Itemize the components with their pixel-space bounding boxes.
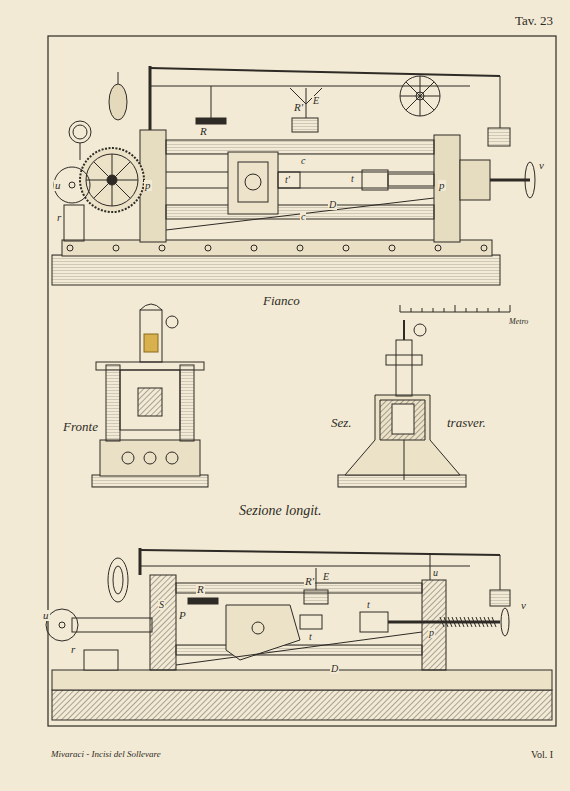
- part-letter: E: [312, 96, 320, 106]
- plate-caption: Metro: [508, 318, 529, 326]
- part-letter: c: [300, 212, 306, 222]
- engraving-stroke: [343, 245, 349, 251]
- engraving-stroke: [492, 617, 496, 627]
- part-letter: p: [428, 628, 435, 638]
- engraving-stroke: [468, 617, 472, 627]
- engraving-stroke: [444, 308, 445, 312]
- plate-caption: Sez.: [330, 416, 353, 429]
- part-letter: P: [178, 610, 187, 621]
- engraving-stroke: [435, 245, 441, 251]
- engraving-stroke: [94, 180, 112, 198]
- engraving-stroke: [112, 180, 138, 181]
- engraving-stroke: [400, 96, 420, 97]
- engraving-stroke: [444, 617, 448, 627]
- plate-caption: Fronte: [62, 420, 99, 433]
- part-letter: R': [293, 102, 304, 113]
- engraving-stroke: [112, 180, 113, 206]
- part-letter: r: [70, 644, 76, 655]
- part-letter: p: [144, 180, 152, 191]
- engraving-stroke: [411, 308, 412, 312]
- engraving-stroke: [472, 617, 476, 627]
- engraving-stroke: [420, 82, 434, 96]
- part-letter: t: [350, 174, 355, 184]
- plate-caption: Mivaraci - Incisi del Sollevare: [50, 750, 162, 759]
- engraving-stroke: [297, 245, 303, 251]
- engraving-stroke: [422, 308, 423, 312]
- part-letter: u: [42, 610, 50, 621]
- engraving-stroke: [94, 162, 112, 180]
- engraving-stroke: [488, 308, 489, 312]
- engraving-stroke: [113, 245, 119, 251]
- engraving-stroke: [420, 96, 421, 116]
- engraving-stroke: [406, 96, 420, 110]
- engraving-stroke: [205, 245, 211, 251]
- engraving-stroke: [420, 76, 421, 96]
- engraving-stroke: [488, 617, 492, 627]
- engraving-stroke: [466, 308, 467, 312]
- part-letter: v: [520, 600, 527, 611]
- engraving-stroke: [159, 245, 165, 251]
- engraving-stroke: [112, 180, 130, 198]
- part-letter: R': [304, 576, 315, 587]
- part-letter: t': [284, 175, 291, 185]
- engraving-stroke: [440, 617, 444, 627]
- engraving-stroke: [448, 617, 452, 627]
- engraving-stroke: [400, 305, 401, 312]
- engraving-stroke: [112, 162, 130, 180]
- engraving-stroke: [406, 82, 420, 96]
- part-letter: u: [54, 180, 62, 191]
- engraving-stroke: [476, 617, 480, 627]
- engraving-stroke: [112, 154, 113, 180]
- part-letter: E: [322, 572, 330, 582]
- engraving-stroke: [480, 617, 484, 627]
- engraving-stroke: [452, 617, 456, 627]
- plate-caption: Tav. 23: [514, 14, 554, 27]
- part-letter: R: [199, 126, 208, 137]
- engraving-stroke: [67, 245, 73, 251]
- engraving-stroke: [251, 245, 257, 251]
- engraving-stroke: [477, 308, 478, 312]
- engraving-stroke: [420, 96, 434, 110]
- engraving-stroke: [464, 617, 468, 627]
- part-letter: r: [56, 212, 62, 223]
- engraving-stroke: [456, 617, 460, 627]
- part-letter: S: [158, 600, 165, 610]
- engraving-stroke: [481, 245, 487, 251]
- engraving-stroke: [510, 305, 511, 312]
- plate-caption: Fianco: [262, 294, 301, 307]
- part-letter: t: [308, 632, 313, 642]
- engraving-stroke: [420, 96, 440, 97]
- part-letter: D: [330, 664, 339, 674]
- plate-caption: Sezione longit.: [238, 504, 322, 518]
- part-letter: v: [538, 160, 545, 171]
- part-letter: R: [196, 584, 205, 595]
- engraving-stroke: [484, 617, 488, 627]
- engraving-stroke: [499, 308, 500, 312]
- part-letter: u: [432, 568, 439, 578]
- part-letter: t: [366, 600, 371, 610]
- engraving-stroke: [455, 305, 456, 312]
- plate-caption: Vol. I: [530, 750, 554, 760]
- engraving-stroke: [389, 245, 395, 251]
- part-letter: D: [328, 200, 337, 210]
- part-letter: p: [438, 180, 446, 191]
- engraving-stroke: [433, 308, 434, 312]
- part-letter: c: [300, 156, 306, 166]
- engraving-stroke: [460, 617, 464, 627]
- plate-caption: trasver.: [446, 416, 487, 429]
